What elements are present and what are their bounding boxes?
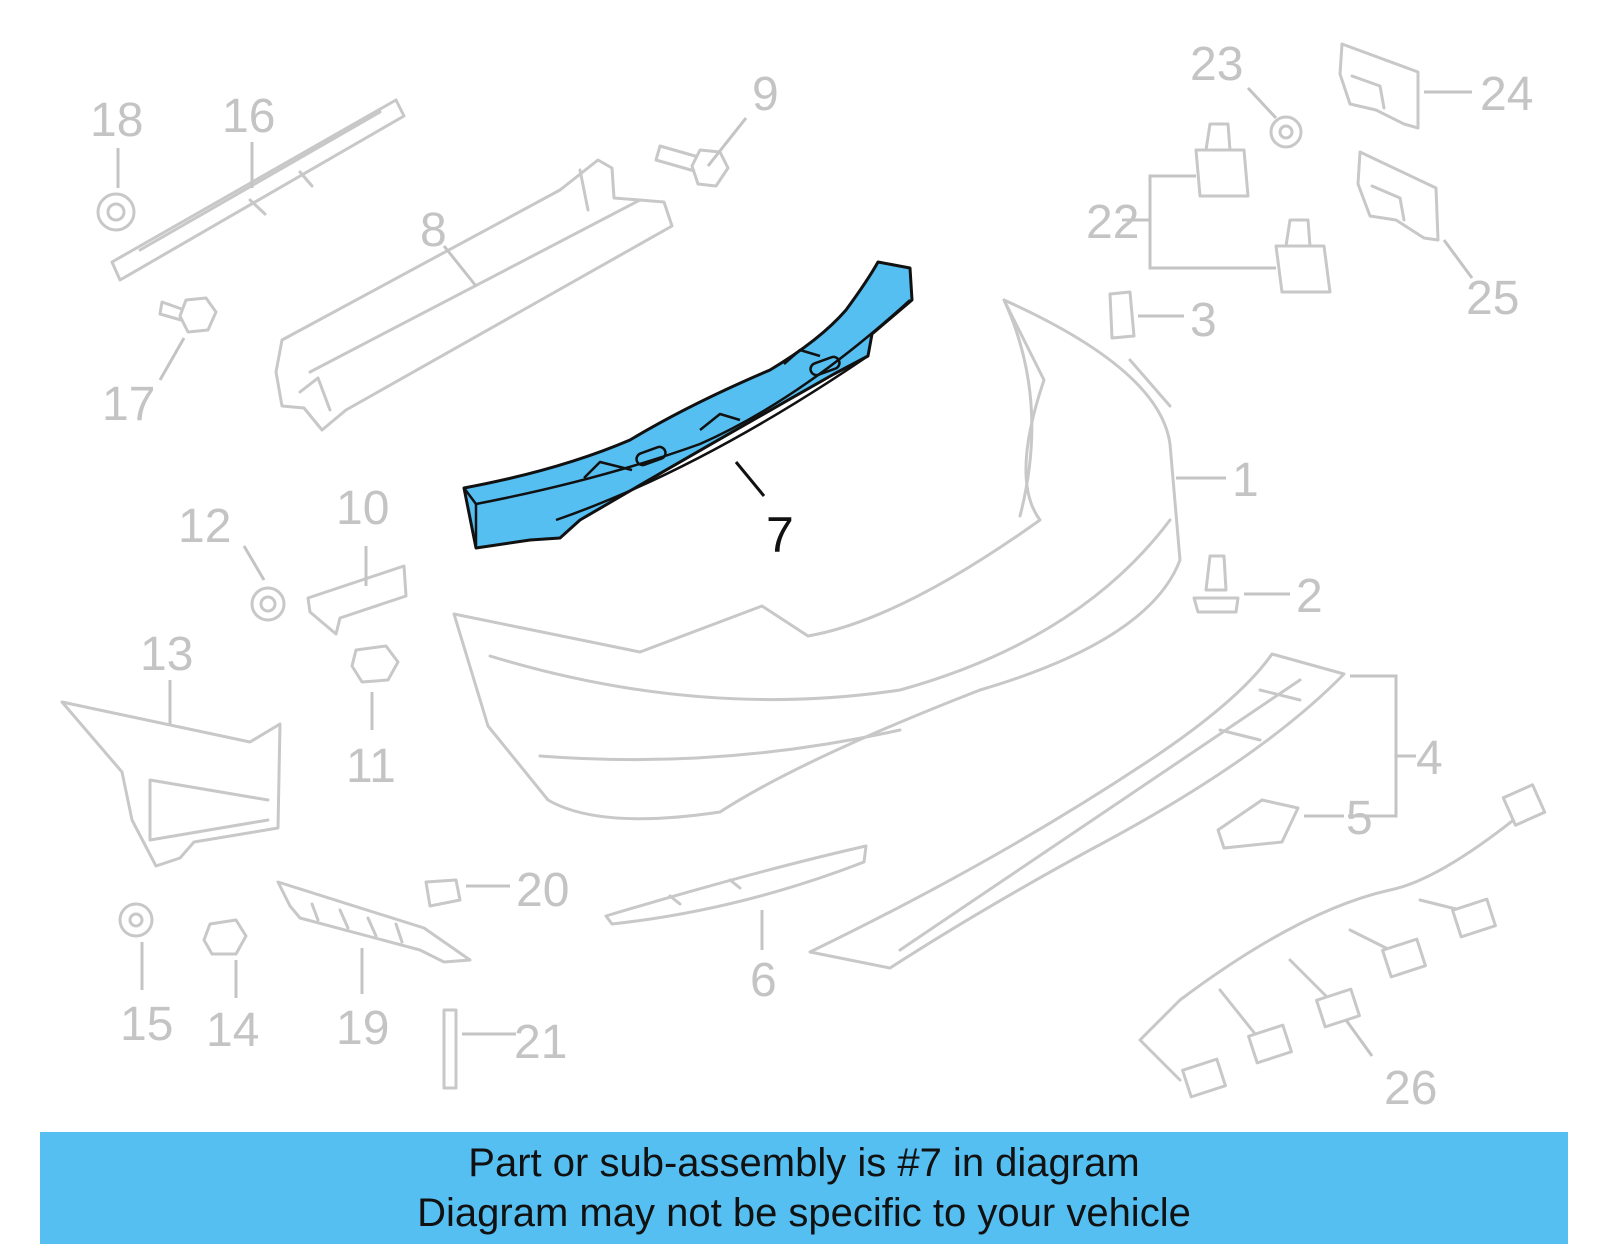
part-11-bolt xyxy=(350,644,400,684)
callout-25: 25 xyxy=(1466,272,1519,325)
part-15-nut xyxy=(118,902,154,938)
part-19-grille xyxy=(276,880,472,964)
part-10-bracket xyxy=(306,564,408,636)
callout-9: 9 xyxy=(752,68,779,121)
part-5-trim xyxy=(1216,798,1300,850)
part-26-harness xyxy=(1138,783,1547,1099)
part-23-clip xyxy=(1269,115,1303,149)
part-18-nut xyxy=(96,192,136,232)
part-16-strip xyxy=(110,98,406,282)
callout-7[interactable]: 7 xyxy=(766,507,794,563)
part-7-energy-absorber[interactable] xyxy=(462,260,914,550)
part-14-bolt xyxy=(202,918,248,956)
part-22-sensors xyxy=(1194,122,1332,294)
part-20-clip xyxy=(424,878,462,908)
callout-5: 5 xyxy=(1346,792,1373,845)
callout-4: 4 xyxy=(1416,732,1443,785)
part-1-bumper-cover xyxy=(452,298,1182,821)
leader-lines xyxy=(116,86,1474,1057)
callout-18: 18 xyxy=(90,94,143,147)
callout-19: 19 xyxy=(336,1002,389,1055)
callout-1: 1 xyxy=(1232,454,1259,507)
callout-12: 12 xyxy=(178,500,231,553)
part-17-bolt xyxy=(158,296,218,334)
callout-22: 22 xyxy=(1086,196,1139,249)
part-8-reinforcement xyxy=(274,158,674,432)
callout-10: 10 xyxy=(336,482,389,535)
callout-20: 20 xyxy=(516,864,569,917)
callout-11: 11 xyxy=(346,740,396,793)
callout-2: 2 xyxy=(1296,570,1323,623)
callout-21: 21 xyxy=(514,1016,567,1069)
callout-8: 8 xyxy=(420,204,447,257)
callout-23: 23 xyxy=(1190,38,1243,91)
part-4-valance xyxy=(808,652,1346,970)
callout-24: 24 xyxy=(1480,68,1533,121)
callout-labels: 18 16 17 8 9 23 24 22 25 3 1 2 12 10 13 … xyxy=(90,38,1533,1115)
info-banner: Part or sub-assembly is #7 in diagram Di… xyxy=(40,1132,1568,1244)
callout-26: 26 xyxy=(1384,1062,1437,1115)
part-2-pin xyxy=(1204,554,1228,592)
callout-17: 17 xyxy=(102,378,155,431)
callout-13: 13 xyxy=(140,628,193,681)
callout-15: 15 xyxy=(120,998,173,1051)
callout-3: 3 xyxy=(1190,294,1217,347)
part-21-pin xyxy=(442,1008,458,1090)
banner-line-disclaimer: Diagram may not be specific to your vehi… xyxy=(417,1191,1191,1235)
banner-line-part: Part or sub-assembly is #7 in diagram xyxy=(468,1141,1140,1185)
part-3-plug xyxy=(1108,290,1136,340)
callout-16: 16 xyxy=(222,90,275,143)
callout-6: 6 xyxy=(750,954,777,1007)
callout-14: 14 xyxy=(206,1004,259,1057)
part-12-nut xyxy=(250,586,286,622)
